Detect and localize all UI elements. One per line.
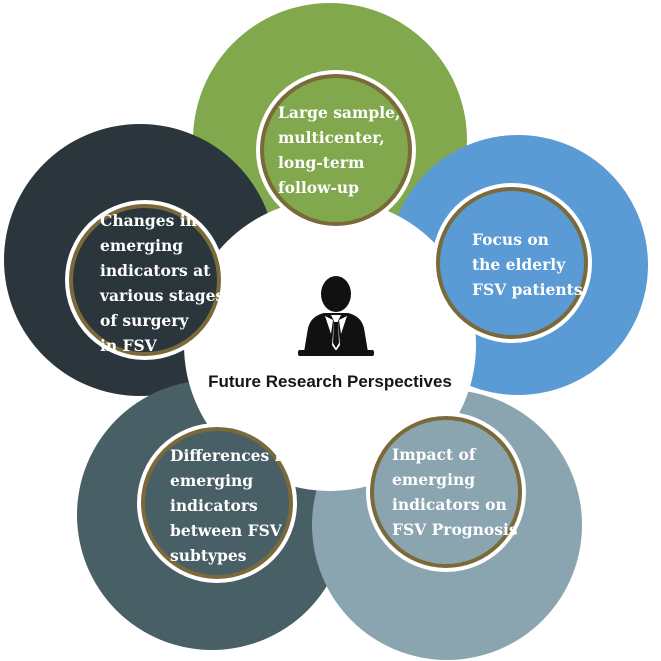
inner-circle-subtypes [137, 423, 297, 583]
node-lines: Large sample, multicenter, long-term follow… [278, 100, 408, 200]
node-line: FSV patients [472, 279, 583, 299]
node-line: Changes in [100, 211, 197, 230]
node-line: various stages [100, 286, 225, 305]
node-line: Large sample, [278, 103, 401, 122]
node-line: Impact of [392, 445, 476, 464]
inner-circle-elderly [432, 183, 592, 343]
node-line: indicators [170, 495, 258, 515]
node-line: Focus on [472, 229, 549, 249]
inner-circle-surgery-stages [65, 200, 225, 360]
node-line: emerging [392, 470, 476, 489]
node-line: indicators on [392, 495, 507, 514]
inner-circle-large-sample [256, 70, 416, 230]
node-line: between FSV [170, 520, 282, 540]
node-lines: Impact of emerging indicators on FSV Progno… [392, 442, 518, 542]
node-line: emerging [100, 236, 184, 255]
node-label-large-sample: Large sample, multicenter, long-term follow… [278, 90, 408, 210]
node-lines: Differences in emerging indicators between … [170, 443, 292, 568]
node-line: FSV Prognosis [392, 520, 518, 539]
businessman-icon [298, 276, 374, 356]
node-label-surgery-stages: Changes in emerging indicators at various s… [100, 206, 225, 360]
node-line: of surgery [100, 311, 189, 330]
node-line: multicenter, [278, 128, 385, 147]
node-line: emerging [170, 470, 254, 490]
inner-circle-prognosis [366, 412, 526, 572]
node-lines: Changes in emerging indicators at various s… [100, 208, 225, 358]
node-line: follow-up [278, 178, 360, 197]
node-label-prognosis: Impact of emerging indicators on FSV Progno… [392, 440, 518, 544]
node-line: indicators at [100, 261, 211, 280]
node-line: long-term [278, 153, 365, 172]
node-line: the elderly [472, 254, 566, 274]
node-line: subtypes [170, 545, 247, 565]
node-line: Differences in [170, 445, 292, 465]
node-label-subtypes: Differences in emerging indicators between … [170, 440, 292, 570]
node-line: in FSV [100, 336, 157, 355]
center-title: Future Research Perspectives [208, 372, 452, 391]
